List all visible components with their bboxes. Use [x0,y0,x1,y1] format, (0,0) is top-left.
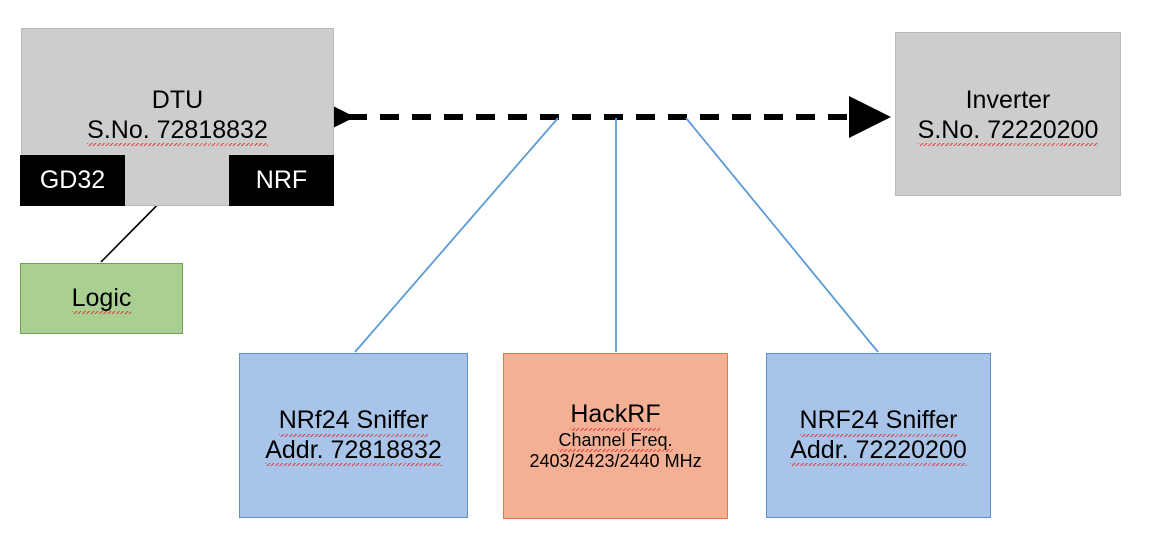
gd32-label: GD32 [39,165,106,194]
connector-sniffer-right-tap [685,117,879,353]
sniffer-right-title: NRF24 Sniffer [799,406,958,436]
connector-sniffer-left-tap [354,117,559,353]
sniffer-right-address: Addr. 72220200 [790,435,967,466]
nrf-label: NRF [255,165,308,194]
node-hackrf[interactable]: HackRF Channel Freq. 2403/2423/2440 MHz [503,353,728,519]
node-sniffer-right[interactable]: NRF24 Sniffer Addr. 72220200 [766,353,991,518]
node-nrf[interactable]: NRF [229,155,334,206]
hackrf-channel-label: Channel Freq. [558,429,673,452]
logic-label: Logic [71,283,132,314]
node-logic[interactable]: Logic [20,263,183,334]
inverter-title: Inverter [965,86,1051,114]
sniffer-left-title: NRf24 Sniffer [278,406,429,436]
node-sniffer-left[interactable]: NRf24 Sniffer Addr. 72818832 [239,353,468,518]
node-gd32[interactable]: GD32 [20,155,125,206]
dtu-title: DTU [151,86,204,114]
sniffer-left-address: Addr. 72818832 [265,435,442,466]
hackrf-frequencies: 2403/2423/2440 MHz [529,450,702,471]
node-inverter[interactable]: Inverter S.No. 72220200 [895,32,1121,196]
dtu-serial: S.No. 72818832 [87,115,268,146]
inverter-serial: S.No. 72220200 [917,115,1099,146]
hackrf-title: HackRF [570,400,661,431]
